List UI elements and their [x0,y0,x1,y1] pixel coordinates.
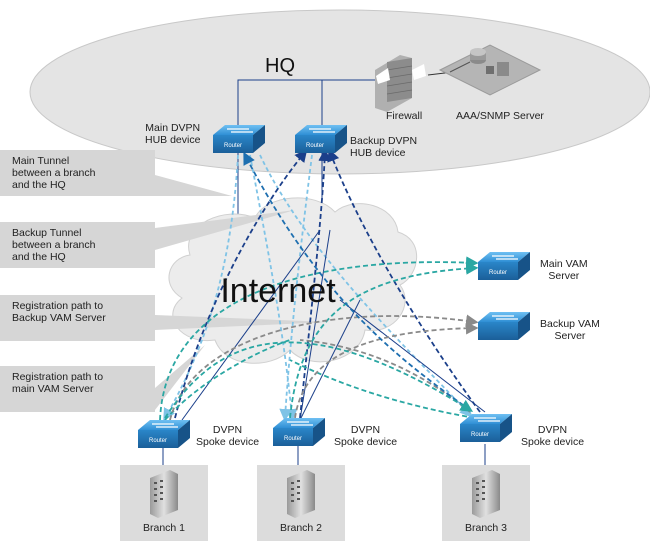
branch-1-label: Branch 1 [142,522,186,534]
main-vam-label: Main VAM Server [540,258,588,282]
branch-2-box [257,465,345,541]
firewall-icon [375,55,426,112]
legend-reg-backup-vam: Registration path to Backup VAM Server [0,295,155,341]
router-backup-vam [478,312,530,340]
spoke-2-label: DVPN Spoke device [334,424,398,448]
legend-backup-tunnel: Backup Tunnel between a branch and the H… [0,222,155,268]
backup-vam-label: Backup VAM Server [540,318,600,342]
router-spoke-3-text: Router [471,432,489,438]
legend-main-tunnel: Main Tunnel between a branch and the HQ [0,150,155,196]
legend-pointers [155,175,330,410]
router-spoke-2: Router [273,418,325,446]
internet-label: Internet [220,272,336,310]
router-main-hub: Router [213,125,265,153]
vpn-paths [159,148,486,422]
branch-1-box [120,465,208,541]
router-spoke-1: Router [138,420,190,448]
backup-hub-label: Backup DVPN HUB device [350,135,418,159]
router-main-vam-text: Router [489,270,507,276]
spoke-1-label: DVPN Spoke device [196,424,260,448]
router-backup-hub: Router [295,125,347,153]
main-hub-label: Main DVPN HUB device [145,122,201,146]
router-backup-hub-text: Router [306,143,324,149]
aaa-server-icon [438,44,542,96]
branch-3-label: Branch 3 [464,522,508,534]
aaa-server-label: AAA/SNMP Server [456,110,544,122]
legend-reg-main-vam: Registration path to main VAM Server [0,366,155,412]
router-spoke-1-text: Router [149,438,167,444]
branch-3-box [442,465,530,541]
router-spoke-3: Router [460,414,512,442]
firewall-label: Firewall [386,110,423,122]
router-main-hub-text: Router [224,143,242,149]
hq-title: HQ [265,55,295,77]
router-spoke-2-text: Router [284,436,302,442]
spoke-3-label: DVPN Spoke device [521,424,585,448]
branch-2-label: Branch 2 [279,522,323,534]
router-main-vam: Router [478,252,530,280]
